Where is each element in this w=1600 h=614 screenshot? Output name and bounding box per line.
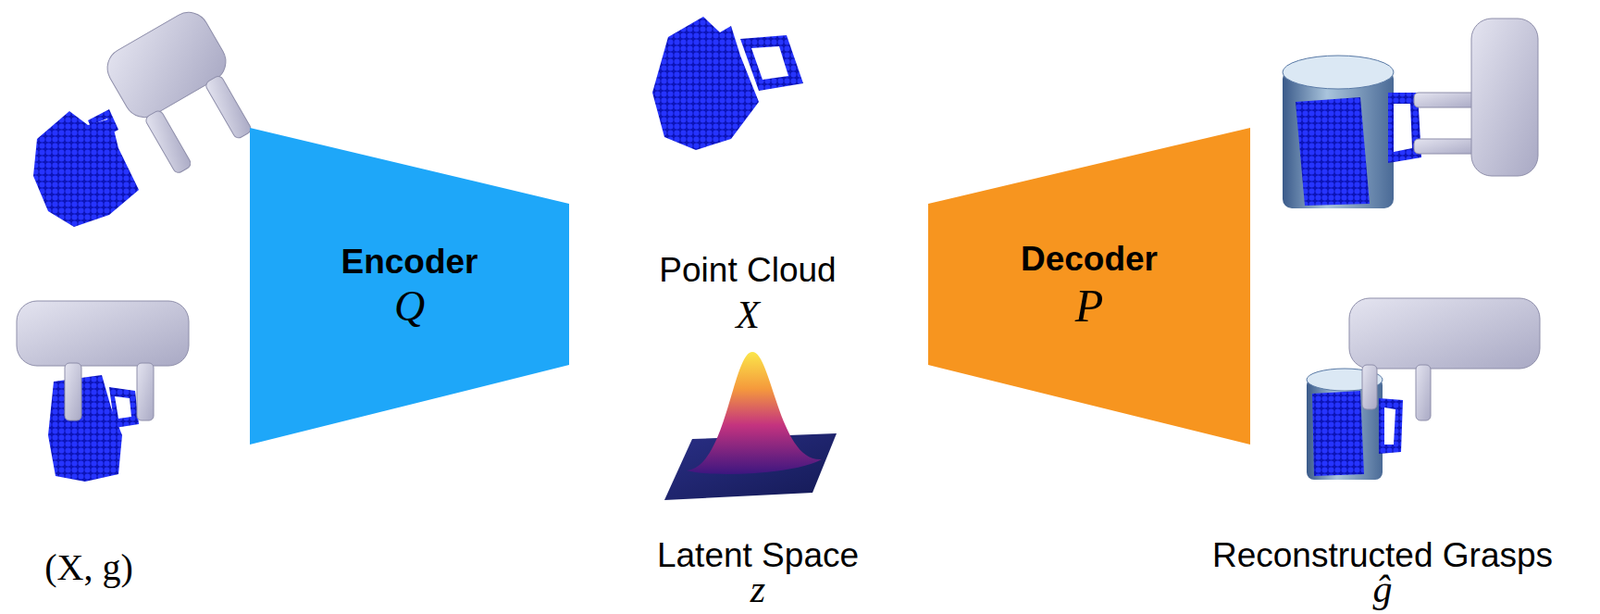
decoder-title: Decoder bbox=[1020, 239, 1158, 279]
decoder-symbol: P bbox=[1075, 278, 1104, 333]
grasp-illustration bbox=[33, 4, 265, 227]
grasp-illustration bbox=[1282, 18, 1538, 209]
trapezoid-block: DecoderP bbox=[928, 127, 1251, 445]
math-symbol: ĝ bbox=[1373, 566, 1393, 611]
encoder-title: Encoder bbox=[340, 242, 478, 282]
math-symbol: X bbox=[735, 292, 760, 337]
point-cloud bbox=[652, 16, 804, 150]
trapezoid-fill bbox=[249, 127, 570, 445]
trapezoid-fill bbox=[928, 127, 1251, 445]
math-symbol: z bbox=[750, 566, 766, 611]
encoder-symbol: Q bbox=[394, 281, 425, 331]
point-cloud-label: Point Cloud bbox=[658, 250, 836, 290]
trapezoid-block: EncoderQ bbox=[249, 127, 570, 445]
block-content: DecoderP bbox=[928, 127, 1251, 445]
grasp-illustration bbox=[16, 300, 189, 482]
input-label: (X, g) bbox=[44, 545, 134, 589]
block-content: EncoderQ bbox=[249, 127, 570, 445]
gaussian-plot bbox=[664, 351, 837, 500]
grasp-illustration bbox=[1306, 297, 1540, 480]
